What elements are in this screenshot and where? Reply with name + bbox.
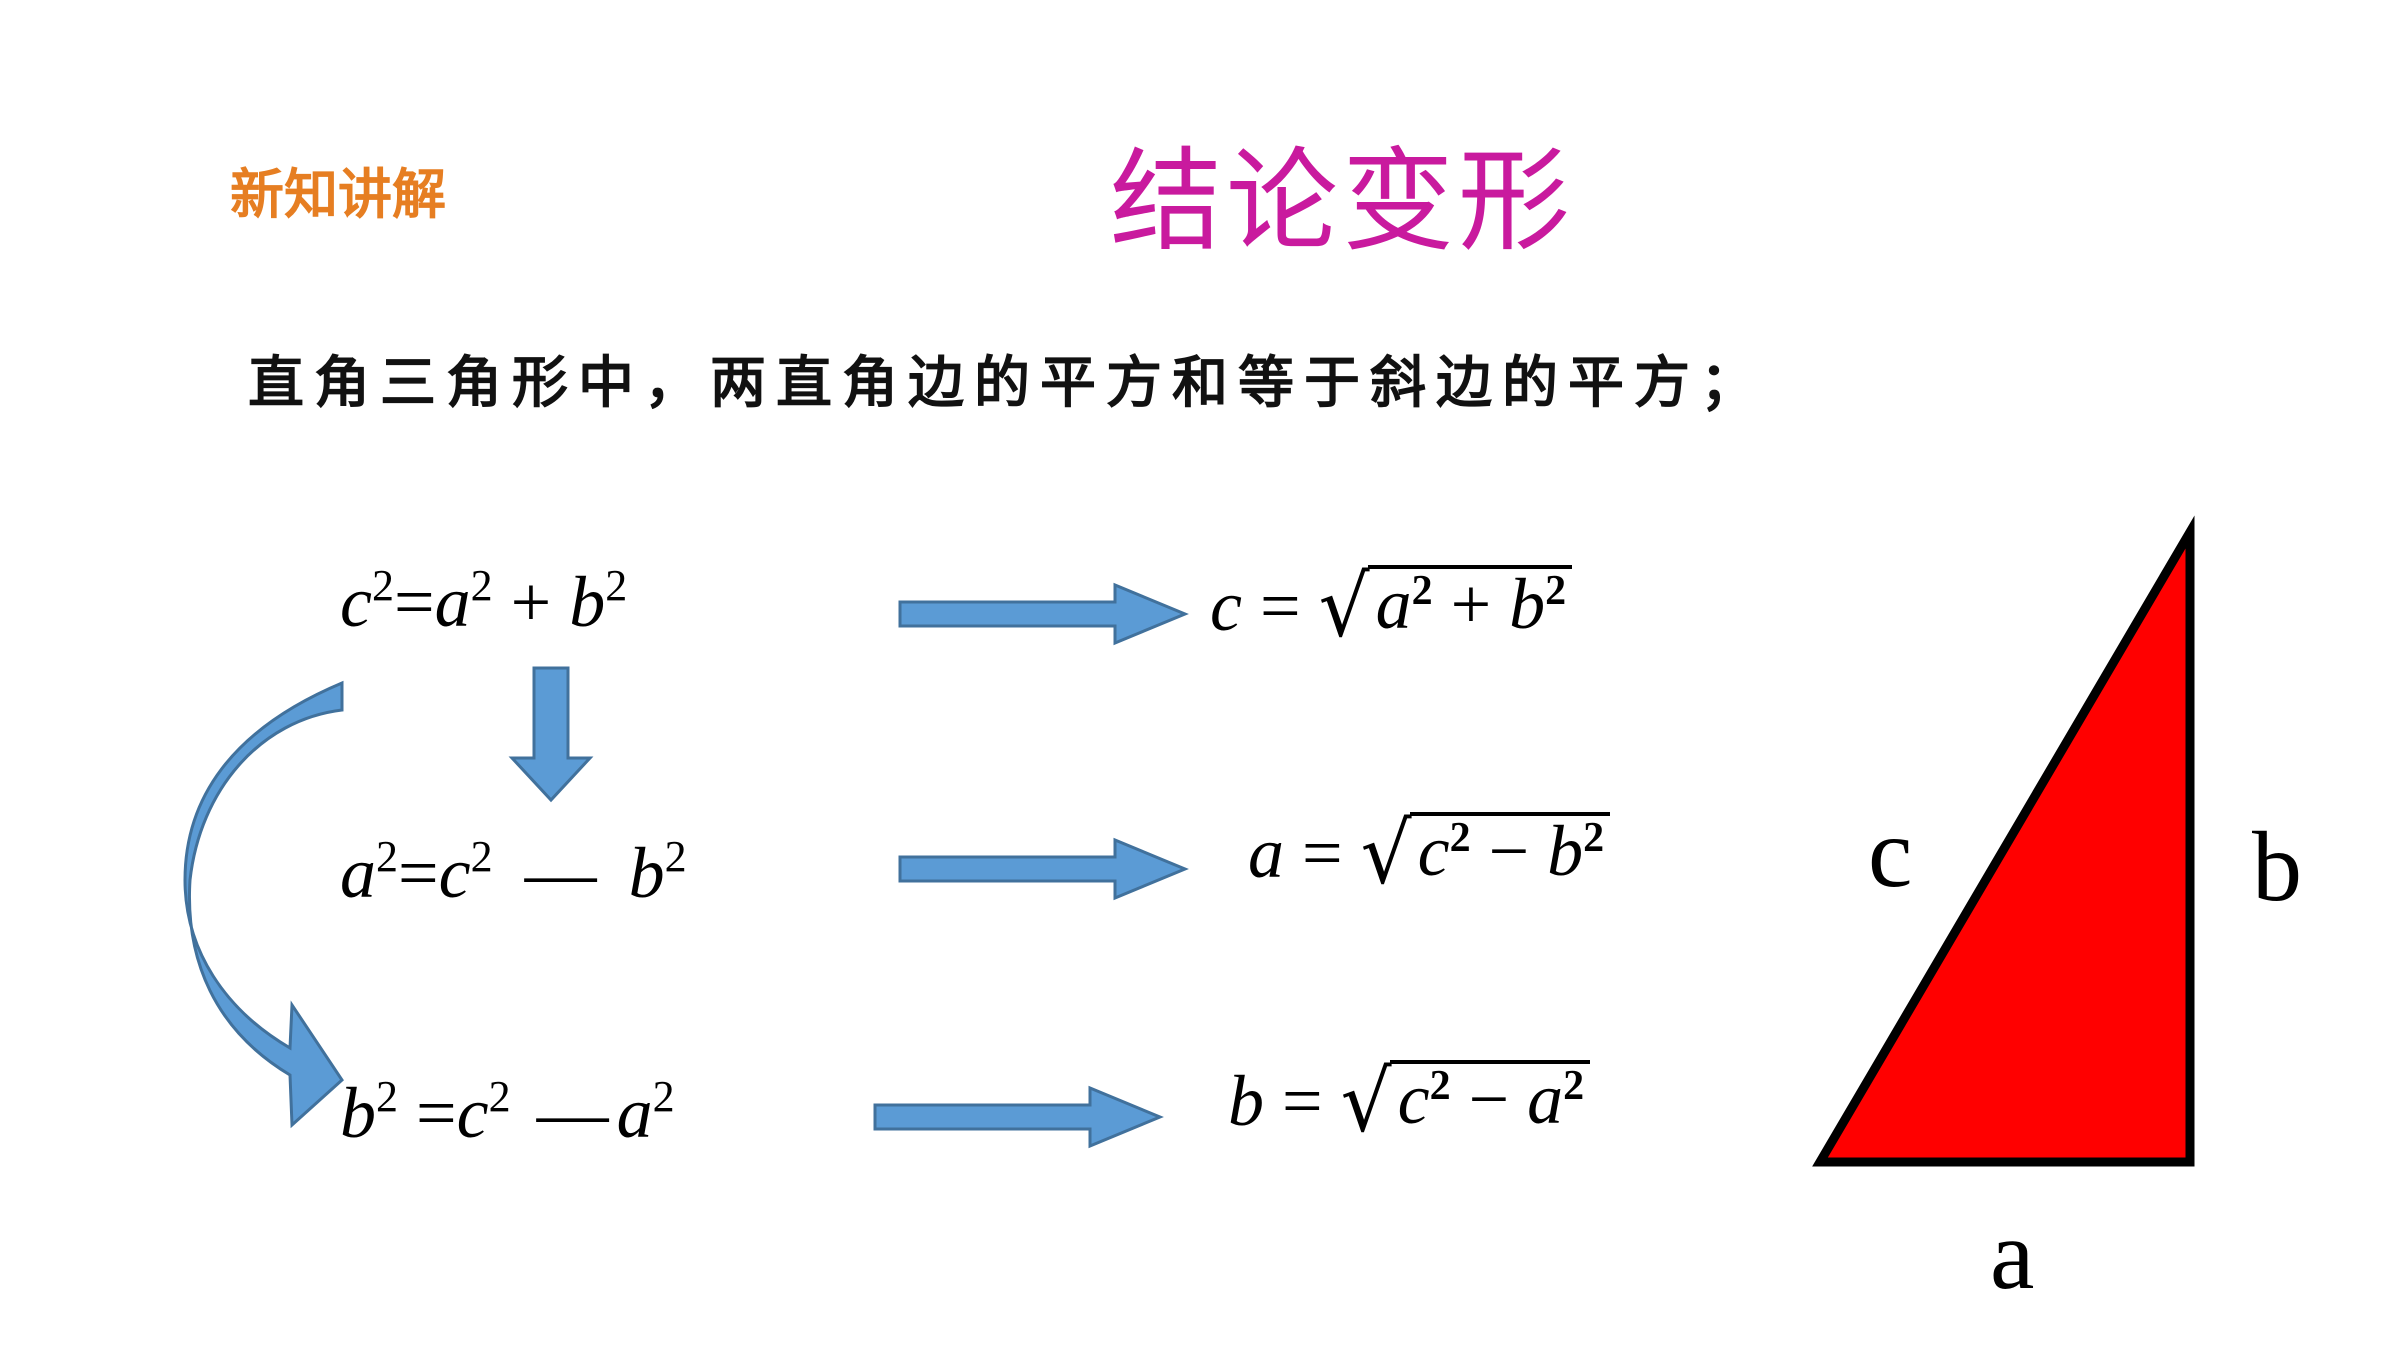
section-tag: 新知讲解 <box>230 163 446 226</box>
square-root-2: √ c2 − b2 <box>1361 811 1611 895</box>
right-arrow-3 <box>873 1085 1164 1149</box>
right-arrow-1 <box>898 582 1189 646</box>
slide-title: 结论变形 <box>1110 137 1574 267</box>
label-vertical-leg: b <box>2252 811 2302 922</box>
label-hypotenuse: c <box>1868 797 1913 908</box>
equation-3: b2 =c2 —a2 <box>340 1072 675 1153</box>
equation-1: c2=a2 + b2 <box>340 561 628 642</box>
right-arrow-2 <box>898 837 1189 901</box>
square-root-1: √ a2 + b2 <box>1319 564 1573 648</box>
down-arrow <box>508 666 594 803</box>
result-3: b = √ c2 − a2 <box>1228 1059 1591 1143</box>
result-2: a = √ c2 − b2 <box>1248 811 1611 895</box>
label-base-leg: a <box>1990 1199 2035 1310</box>
square-root-3: √ c2 − a2 <box>1341 1059 1591 1143</box>
result-1: c = √ a2 + b2 <box>1210 564 1573 648</box>
curved-arrow <box>183 680 344 1129</box>
right-triangle <box>1812 515 2195 1167</box>
equation-2: a2=c2 — b2 <box>340 832 687 913</box>
theorem-statement: 直角三角形中，两直角边的平方和等于斜边的平方； <box>248 350 1766 416</box>
